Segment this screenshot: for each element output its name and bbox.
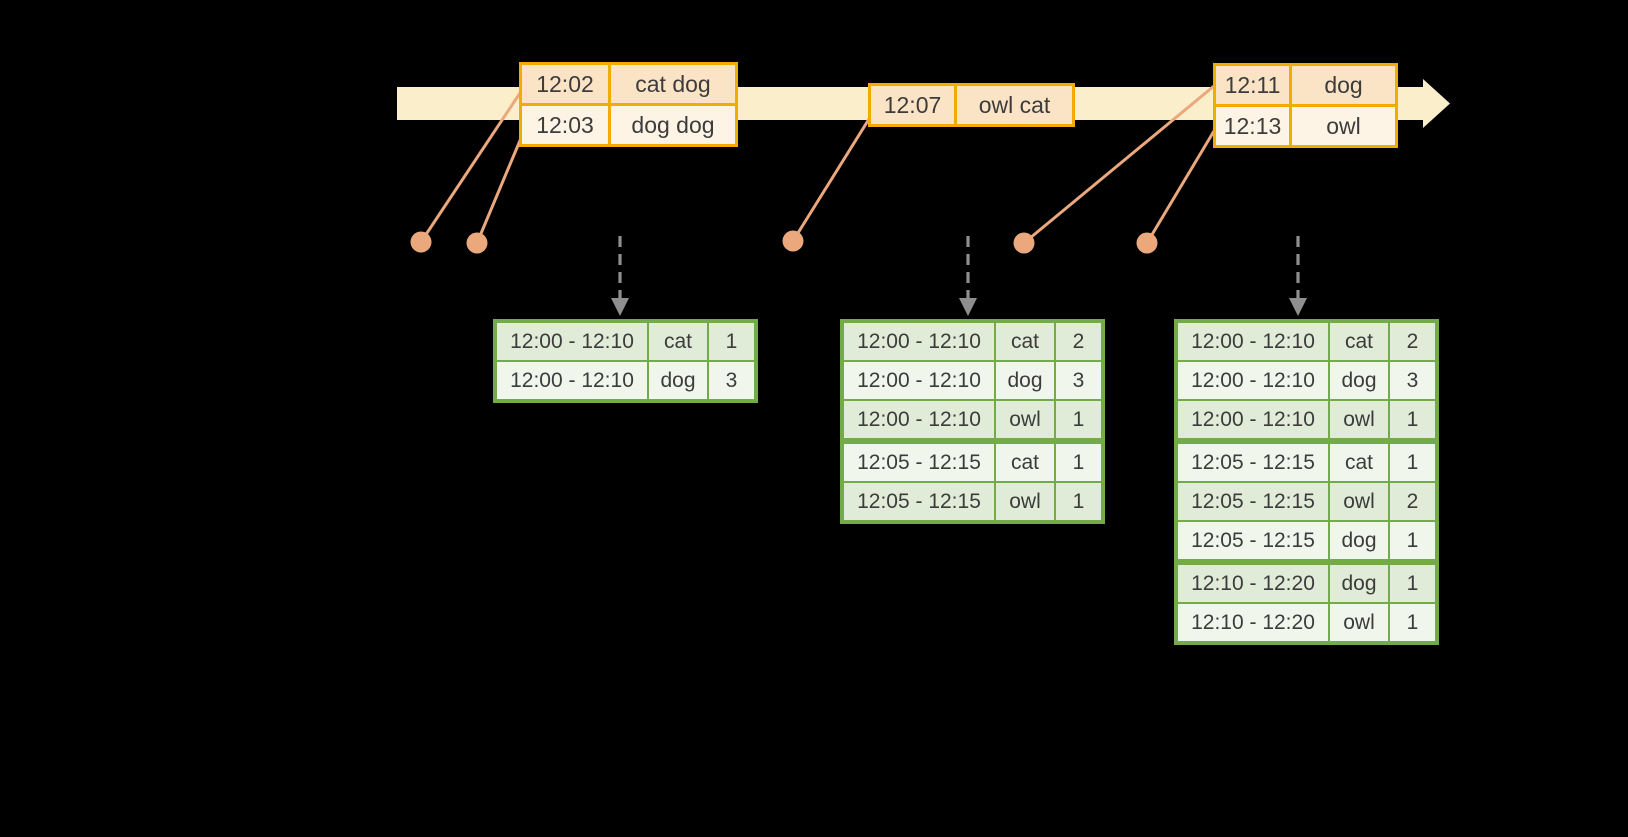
result-word-cell: dog xyxy=(1328,360,1390,401)
event-line xyxy=(791,117,871,243)
result-word-cell: owl xyxy=(1328,399,1390,442)
result-count-cell: 1 xyxy=(1054,438,1104,483)
result-count-cell: 1 xyxy=(1054,399,1104,442)
timeline-arrowhead-icon xyxy=(1423,79,1450,128)
result-window-cell: 12:00 - 12:10 xyxy=(1175,320,1330,362)
event-line xyxy=(1145,129,1216,245)
result-count-cell: 3 xyxy=(1054,360,1104,401)
result-window-cell: 12:00 - 12:10 xyxy=(1175,360,1330,401)
event-words-cell: owl cat xyxy=(954,83,1075,127)
result-word-cell: cat xyxy=(647,320,709,362)
event-time-cell: 12:02 xyxy=(519,62,611,106)
result-word-cell: dog xyxy=(994,360,1056,401)
event-time-cell: 12:13 xyxy=(1213,104,1292,148)
result-word-cell: owl xyxy=(994,399,1056,442)
trigger-arrowhead-icon xyxy=(959,298,977,316)
result-word-cell: dog xyxy=(1328,520,1390,563)
result-word-cell: cat xyxy=(994,438,1056,483)
result-word-cell: cat xyxy=(1328,438,1390,483)
event-line xyxy=(475,129,526,245)
result-window-cell: 12:00 - 12:10 xyxy=(841,320,996,362)
event-words-cell: cat dog xyxy=(608,62,738,106)
result-window-cell: 12:00 - 12:10 xyxy=(1175,399,1330,442)
result-window-cell: 12:05 - 12:15 xyxy=(1175,520,1330,563)
result-word-cell: dog xyxy=(1328,559,1390,604)
result-count-cell: 3 xyxy=(707,360,757,402)
event-words-cell: dog dog xyxy=(608,103,738,147)
result-window-cell: 12:00 - 12:10 xyxy=(841,399,996,442)
result-count-cell: 1 xyxy=(1054,481,1104,523)
result-count-cell: 2 xyxy=(1388,320,1438,362)
result-word-cell: cat xyxy=(994,320,1056,362)
result-count-cell: 1 xyxy=(1388,520,1438,563)
result-count-cell: 1 xyxy=(1388,438,1438,483)
event-line xyxy=(1022,84,1216,245)
event-dot xyxy=(410,231,432,253)
event-dot xyxy=(466,232,488,254)
event-time-cell: 12:07 xyxy=(868,83,957,127)
result-count-cell: 1 xyxy=(1388,399,1438,442)
result-word-cell: owl xyxy=(1328,481,1390,522)
event-time-cell: 12:11 xyxy=(1213,63,1292,107)
result-window-cell: 12:05 - 12:15 xyxy=(841,438,996,483)
result-word-cell: owl xyxy=(994,481,1056,523)
result-window-cell: 12:05 - 12:15 xyxy=(841,481,996,523)
event-dot xyxy=(782,230,804,252)
result-word-cell: owl xyxy=(1328,602,1390,644)
result-count-cell: 2 xyxy=(1054,320,1104,362)
result-count-cell: 1 xyxy=(1388,602,1438,644)
event-dot xyxy=(1136,232,1158,254)
event-dot xyxy=(1013,232,1035,254)
result-window-cell: 12:00 - 12:10 xyxy=(494,360,649,402)
result-window-cell: 12:00 - 12:10 xyxy=(841,360,996,401)
result-window-cell: 12:05 - 12:15 xyxy=(1175,438,1330,483)
result-count-cell: 1 xyxy=(707,320,757,362)
event-words-cell: dog xyxy=(1289,63,1398,107)
event-time-cell: 12:03 xyxy=(519,103,611,147)
result-word-cell: dog xyxy=(647,360,709,402)
event-words-cell: owl xyxy=(1289,104,1398,148)
result-window-cell: 12:05 - 12:15 xyxy=(1175,481,1330,522)
trigger-arrowhead-icon xyxy=(1289,298,1307,316)
result-word-cell: cat xyxy=(1328,320,1390,362)
event-line xyxy=(419,88,524,244)
result-window-cell: 12:00 - 12:10 xyxy=(494,320,649,362)
result-count-cell: 1 xyxy=(1388,559,1438,604)
result-count-cell: 2 xyxy=(1388,481,1438,522)
result-window-cell: 12:10 - 12:20 xyxy=(1175,602,1330,644)
trigger-arrowhead-icon xyxy=(611,298,629,316)
result-window-cell: 12:10 - 12:20 xyxy=(1175,559,1330,604)
result-count-cell: 3 xyxy=(1388,360,1438,401)
